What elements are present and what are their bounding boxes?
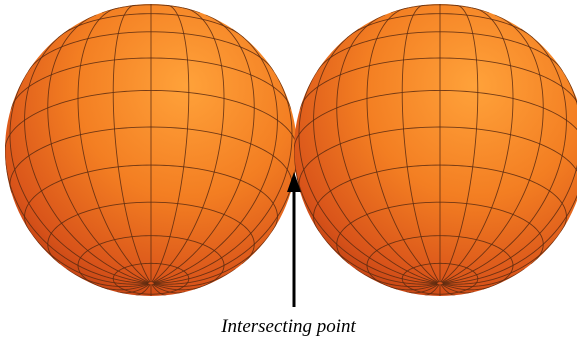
longitude-line	[151, 284, 167, 296]
longitude-line	[152, 7, 225, 283]
longitude-line	[366, 7, 439, 283]
longitude-line	[152, 283, 186, 294]
longitude-line	[385, 283, 439, 291]
longitude-line	[441, 7, 514, 283]
right-sphere-grid	[294, 4, 577, 296]
longitude-line	[424, 284, 440, 296]
left-sphere-grid	[5, 4, 297, 296]
longitude-line	[336, 14, 439, 283]
longitude-line	[153, 28, 278, 284]
longitude-line	[401, 4, 440, 283]
longitude-line	[442, 268, 525, 288]
longitude-line	[440, 4, 479, 283]
longitude-line	[26, 225, 149, 285]
intersection-arrow	[287, 172, 301, 307]
right-sphere-body	[294, 4, 577, 296]
longitude-line	[405, 283, 439, 294]
longitude-line	[77, 7, 150, 283]
longitude-line	[116, 283, 150, 294]
arrow-head	[287, 172, 301, 192]
longitude-line	[9, 66, 149, 284]
intersecting-point-label: Intersecting point	[221, 316, 356, 337]
longitude-line	[152, 283, 206, 291]
longitude-line	[298, 66, 438, 284]
longitude-line	[294, 145, 438, 284]
longitude-line	[441, 14, 544, 283]
left-sphere	[5, 4, 297, 296]
longitude-line	[153, 268, 236, 288]
longitude-line	[152, 14, 255, 283]
longitude-line	[442, 66, 577, 284]
longitude-line	[151, 4, 190, 283]
longitude-line	[313, 28, 438, 284]
longitude-line	[96, 283, 150, 291]
longitude-line	[441, 283, 475, 294]
longitude-line	[442, 225, 565, 285]
longitude-line	[66, 268, 149, 288]
longitude-line	[442, 28, 567, 284]
longitude-line	[135, 284, 151, 296]
longitude-line	[355, 268, 438, 288]
longitude-line	[153, 66, 293, 284]
longitude-line	[315, 225, 438, 285]
longitude-line	[442, 145, 577, 284]
longitude-line	[24, 28, 149, 284]
longitude-line	[441, 283, 495, 291]
longitude-line	[153, 225, 276, 285]
longitude-line	[5, 145, 149, 284]
right-sphere	[294, 4, 577, 296]
longitude-line	[47, 14, 150, 283]
longitude-line	[440, 284, 456, 296]
longitude-line	[112, 4, 151, 283]
